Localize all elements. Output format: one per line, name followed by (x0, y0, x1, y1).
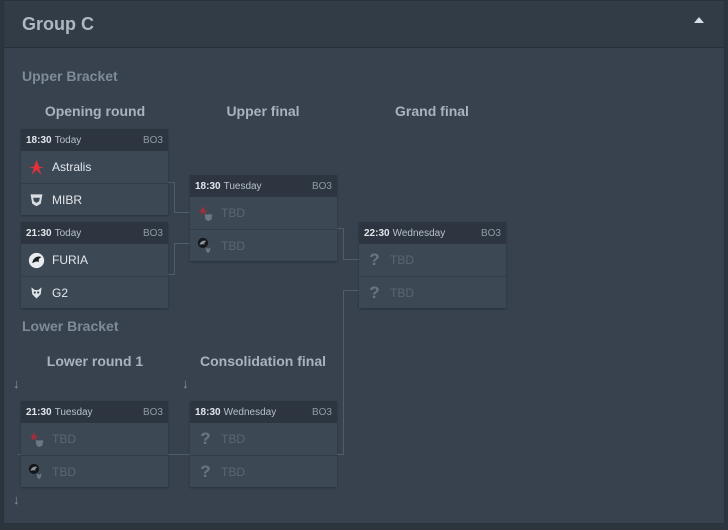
lower-bracket-title: Lower Bracket (22, 318, 119, 334)
match-format: BO3 (311, 406, 332, 418)
upper-bracket-title: Upper Bracket (22, 68, 118, 84)
match-format: BO3 (142, 406, 163, 418)
round-title-consolidation: Consolidation final (200, 353, 326, 369)
astralis-logo-icon (28, 159, 45, 176)
connector-line (343, 259, 359, 260)
drop-arrow-down-icon: ↓ (13, 376, 20, 391)
team-row[interactable]: TBD (190, 229, 337, 261)
match-format: BO3 (480, 227, 501, 239)
g2-logo-icon (28, 284, 45, 301)
match-card-opening-2[interactable]: 21:30 Today BO3 FURIA G2 (21, 222, 168, 308)
team-row[interactable]: G2 (21, 276, 168, 308)
question-mark-icon: ? (200, 461, 211, 481)
match-header: 18:30 Tuesday BO3 (190, 175, 337, 197)
question-mark-icon: ? (369, 250, 380, 269)
astralis-mibr-placeholder-icon (197, 205, 214, 222)
match-header: 18:30 Today BO3 (21, 129, 168, 151)
round-title-upper-final: Upper final (226, 103, 300, 119)
match-time: 18:30 (195, 406, 221, 418)
team-name: TBD (221, 238, 245, 253)
team-row[interactable]: FURIA (21, 244, 168, 276)
match-day: Tuesday (223, 180, 262, 192)
connector-line (168, 182, 175, 183)
connector-line (174, 243, 175, 274)
drop-arrow-down-icon: ↓ (182, 376, 189, 391)
team-row[interactable]: TBD (190, 197, 337, 229)
match-header: 21:30 Today BO3 (21, 222, 168, 244)
match-day: Tuesday (54, 406, 93, 418)
team-name: TBD (52, 432, 76, 446)
match-time: 21:30 (26, 227, 52, 239)
team-row[interactable]: TBD (21, 423, 168, 455)
furia-g2-placeholder-icon (197, 237, 214, 254)
match-header: 22:30 Wednesday BO3 (359, 222, 506, 244)
team-name: FURIA (52, 253, 88, 267)
connector-line (337, 228, 344, 229)
astralis-mibr-placeholder-icon (28, 431, 45, 448)
team-row[interactable]: ? TBD (359, 276, 506, 308)
team-name: TBD (221, 432, 245, 446)
connector-line (343, 228, 344, 259)
match-card-opening-1[interactable]: 18:30 Today BO3 Astralis MIBR (21, 129, 168, 215)
team-name: TBD (52, 464, 76, 479)
match-card-consolidation[interactable]: 18:30 Wednesday BO3 ? TBD ? TBD (190, 401, 337, 487)
team-name: TBD (390, 253, 414, 267)
team-name: TBD (390, 285, 414, 300)
drop-arrow-down-icon: ↓ (13, 492, 20, 507)
team-name: TBD (221, 464, 245, 479)
question-mark-icon: ? (369, 282, 380, 302)
match-day: Today (54, 134, 82, 146)
connector-line (168, 274, 175, 275)
furia-logo-icon (28, 252, 45, 269)
match-card-lower-round1[interactable]: 21:30 Tuesday BO3 TBD TBD (21, 401, 168, 487)
mibr-logo-icon (28, 191, 45, 208)
match-format: BO3 (311, 180, 332, 192)
match-header: 21:30 Tuesday BO3 (21, 401, 168, 423)
connector-line (337, 454, 344, 455)
group-panel: Group C Upper Bracket Opening round Uppe… (3, 0, 725, 524)
collapse-arrow-icon[interactable] (694, 17, 704, 23)
match-time: 21:30 (26, 406, 52, 418)
match-time: 18:30 (26, 134, 52, 146)
match-format: BO3 (142, 227, 163, 239)
team-row[interactable]: MIBR (21, 183, 168, 215)
connector-line (174, 212, 190, 213)
match-time: 18:30 (195, 180, 221, 192)
connector-line (174, 182, 175, 212)
group-title: Group C (22, 14, 94, 34)
match-card-upper-final[interactable]: 18:30 Tuesday BO3 TBD TBD (190, 175, 337, 261)
team-row[interactable]: ? TBD (190, 455, 337, 487)
team-row[interactable]: Astralis (21, 151, 168, 183)
match-day: Wednesday (392, 227, 446, 239)
team-name: TBD (221, 206, 245, 220)
round-title-grand-final: Grand final (395, 103, 469, 119)
team-name: G2 (52, 285, 69, 300)
match-time: 22:30 (364, 227, 390, 239)
round-title-opening: Opening round (44, 103, 146, 119)
connector-line (174, 243, 190, 244)
question-mark-icon: ? (200, 429, 211, 448)
match-header: 18:30 Wednesday BO3 (190, 401, 337, 423)
team-row[interactable]: ? TBD (359, 244, 506, 276)
match-day: Today (54, 227, 82, 239)
match-format: BO3 (142, 134, 163, 146)
group-header[interactable]: Group C (4, 1, 724, 48)
team-name: Astralis (52, 160, 92, 174)
furia-g2-placeholder-icon (28, 463, 45, 480)
match-card-grand-final[interactable]: 22:30 Wednesday BO3 ? TBD ? TBD (359, 222, 506, 308)
team-row[interactable]: TBD (21, 455, 168, 487)
round-title-lower-round1: Lower round 1 (46, 353, 144, 369)
match-day: Wednesday (223, 406, 277, 418)
connector-line (343, 290, 359, 291)
team-row[interactable]: ? TBD (190, 423, 337, 455)
team-name: MIBR (52, 192, 82, 207)
connector-line (343, 290, 344, 455)
